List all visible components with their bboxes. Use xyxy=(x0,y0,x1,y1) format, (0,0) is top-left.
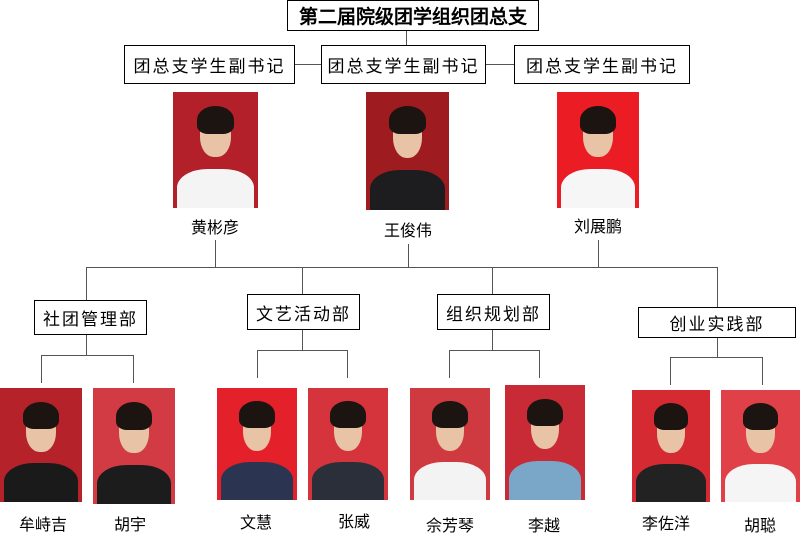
connector xyxy=(598,240,599,267)
dept-box-3: 组织规划部 xyxy=(437,294,550,330)
connector xyxy=(215,240,216,267)
connector xyxy=(41,355,42,383)
member-name: 胡宇 xyxy=(113,515,147,534)
deputy-role-1: 团总支学生副书记 xyxy=(124,45,295,84)
connector xyxy=(347,350,348,378)
portrait-photo xyxy=(505,385,585,500)
portrait-photo xyxy=(366,92,449,210)
connector xyxy=(133,355,134,383)
member-name: 佘芳琴 xyxy=(425,516,475,535)
portrait-photo xyxy=(217,388,297,500)
connector xyxy=(257,350,348,351)
deputy-name-3: 刘展鹏 xyxy=(573,217,623,236)
member-name: 牟峙吉 xyxy=(18,515,68,534)
portrait-photo xyxy=(721,390,800,502)
member-name: 李佐洋 xyxy=(641,514,691,533)
connector xyxy=(408,244,409,267)
portrait-photo xyxy=(557,92,639,208)
connector xyxy=(717,338,718,357)
connector xyxy=(86,267,718,268)
deputy-role-3: 团总支学生副书记 xyxy=(514,45,690,84)
deputy-name-1: 黄彬彦 xyxy=(190,218,240,237)
connector xyxy=(406,31,407,45)
connector xyxy=(302,330,303,350)
portrait-photo xyxy=(632,390,710,502)
portrait-photo xyxy=(0,388,82,502)
dept-box-1: 社团管理部 xyxy=(34,300,147,335)
org-title: 第二届院级团学组织团总支 xyxy=(287,0,539,31)
connector xyxy=(762,357,763,385)
portrait-photo xyxy=(308,388,388,500)
connector xyxy=(492,267,493,294)
connector xyxy=(449,350,540,351)
connector xyxy=(670,357,763,358)
deputy-name-2: 王俊伟 xyxy=(383,221,433,240)
portrait-photo xyxy=(410,388,490,500)
member-name: 胡聪 xyxy=(743,516,777,535)
connector xyxy=(449,350,450,378)
deputy-role-2: 团总支学生副书记 xyxy=(321,45,486,84)
connector xyxy=(492,330,493,350)
member-name: 文慧 xyxy=(239,513,273,532)
member-name: 张威 xyxy=(337,512,371,531)
connector xyxy=(717,267,718,307)
connector xyxy=(486,64,514,65)
connector xyxy=(86,267,87,300)
connector xyxy=(670,357,671,385)
connector xyxy=(539,350,540,378)
member-name: 李越 xyxy=(527,516,561,535)
connector xyxy=(86,335,87,355)
connector xyxy=(41,355,134,356)
portrait-photo xyxy=(93,388,175,504)
connector xyxy=(257,350,258,378)
connector xyxy=(295,64,321,65)
dept-box-2: 文艺活动部 xyxy=(247,294,360,330)
connector xyxy=(302,267,303,294)
portrait-photo xyxy=(173,92,258,208)
dept-box-4: 创业实践部 xyxy=(638,307,796,338)
